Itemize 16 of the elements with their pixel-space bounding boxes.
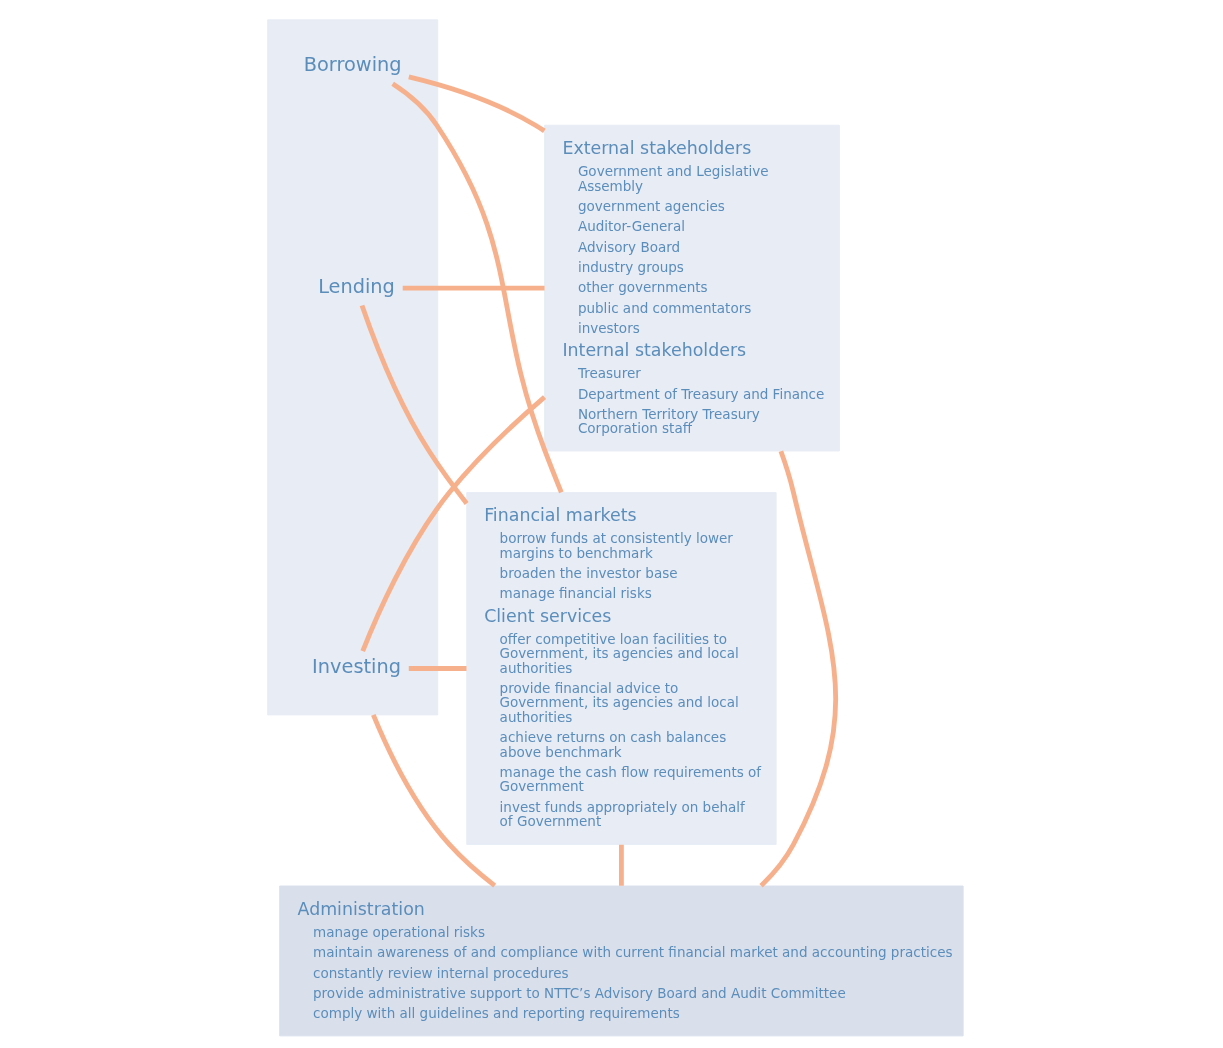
node-box: External stakeholders Government and Legislative Assembly government agencies Auditor-General Advisory Board industry groups other governments public and commentators investors Internal stakeholders Treasurer Department of Treasury and Finance Northern Territory Treasury Corporation staff (544, 124, 840, 452)
connector (359, 304, 469, 505)
connector (402, 285, 545, 291)
node-text: Borrowing (303, 53, 402, 77)
connector (759, 450, 838, 888)
connector (408, 666, 467, 671)
node-text: Lending (318, 274, 395, 298)
node-text: Investing (312, 655, 401, 679)
cluster (267, 19, 439, 716)
connector (360, 395, 547, 652)
node-box: Administration manage operational risks maintain awareness of and compliance with current financial market and accounting practices constantly review internal procedures provide administrative support to NTTC’s Advisory Board and Audit Committee comply with all guidelines and reporting requirements (279, 885, 964, 1037)
connector (408, 74, 546, 133)
node-box: Financial markets borrow funds at consistently lower margins to benchmark broaden the investor base manage financial risks Client services offer competitive loan facilities to Government, its agencies and local authorities provide financial advice to Government, its agencies and local authorities achieve returns on cash balances above benchmark manage the cash flow requirements of Government invest funds appropriately on behalf of Government (466, 492, 777, 845)
connector (391, 81, 564, 494)
connector (371, 714, 497, 888)
connector (619, 844, 624, 886)
